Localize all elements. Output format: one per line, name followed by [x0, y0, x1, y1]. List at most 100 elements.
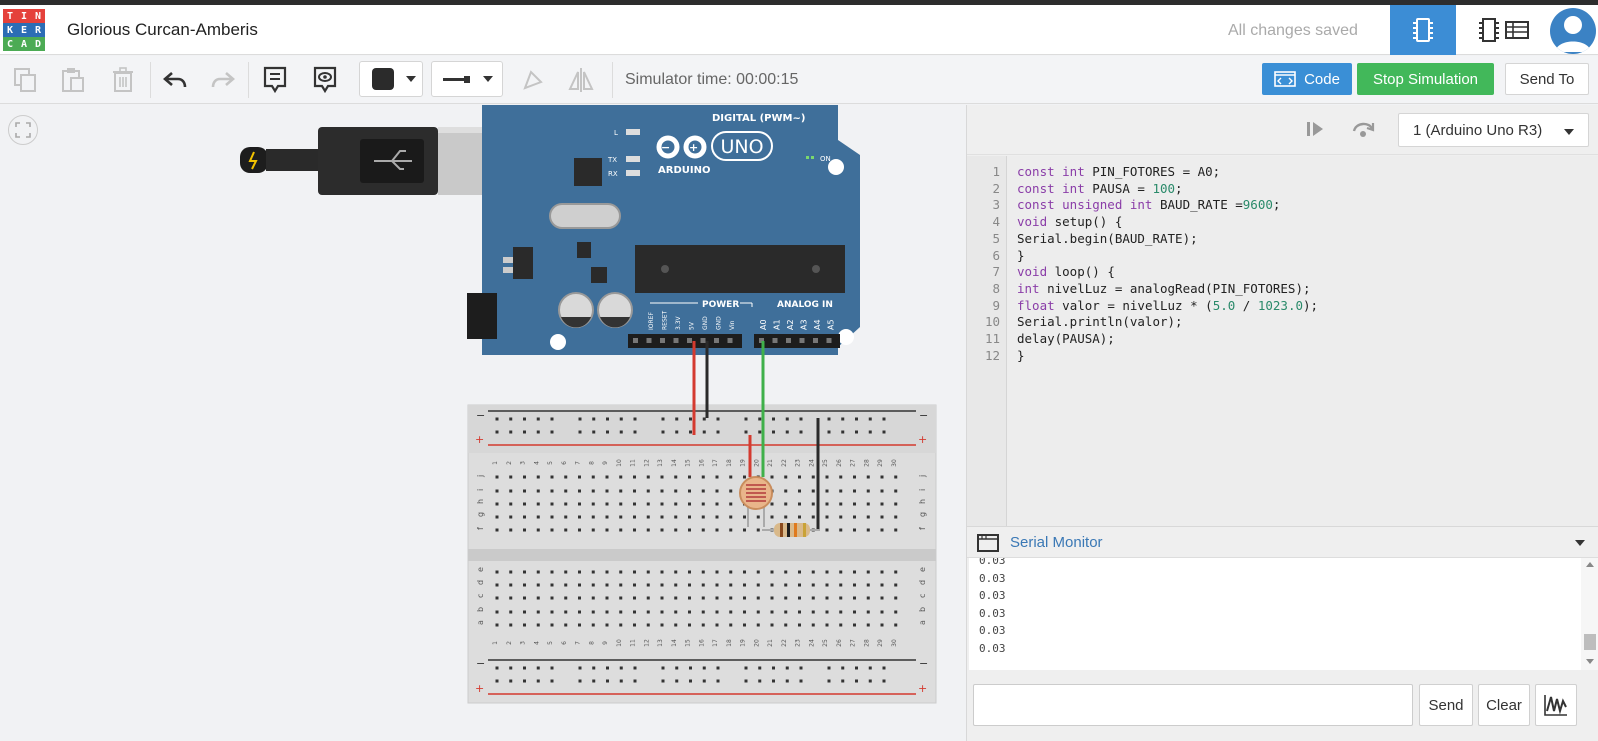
serial-monitor-header[interactable]: Serial Monitor [967, 526, 1598, 558]
undo-button[interactable] [158, 64, 192, 96]
scroll-down-arrow[interactable] [1586, 659, 1594, 664]
code-button-label: Code [1304, 71, 1340, 88]
line-number: 11 [985, 331, 1000, 348]
serial-scrollbar[interactable] [1581, 558, 1598, 670]
code-line[interactable]: } [1017, 248, 1318, 265]
svg-text:7: 7 [575, 641, 582, 645]
send-to-button[interactable]: Send To [1505, 63, 1589, 95]
code-button[interactable]: Code [1262, 63, 1352, 95]
tinkercad-logo[interactable]: TINKERCAD [3, 9, 45, 51]
svg-text:c: c [918, 594, 927, 598]
paste-icon [61, 67, 85, 93]
project-title[interactable]: Glorious Curcan-Amberis [67, 20, 258, 40]
serial-output-line: 0.03 [979, 642, 1006, 655]
redo-button[interactable] [206, 64, 240, 96]
flip-button[interactable] [564, 64, 598, 96]
svg-text:26: 26 [836, 459, 843, 467]
svg-text:17: 17 [712, 639, 719, 647]
code-line[interactable]: float valor = nivelLuz * (5.0 / 1023.0); [1017, 298, 1318, 315]
code-line[interactable]: } [1017, 348, 1318, 365]
code-icon [1274, 71, 1296, 87]
device-selector[interactable]: 1 (Arduino Uno R3) [1398, 113, 1589, 147]
svg-text:10: 10 [616, 639, 623, 647]
svg-text:j: j [918, 475, 927, 478]
code-line[interactable]: void loop() { [1017, 264, 1318, 281]
code-line[interactable]: Serial.begin(BAUD_RATE); [1017, 231, 1318, 248]
svg-text:Vin: Vin [729, 320, 736, 330]
serial-plotter-button[interactable] [1535, 684, 1577, 726]
visibility-button[interactable] [308, 64, 342, 96]
line-number: 3 [992, 197, 1000, 214]
svg-text:24: 24 [808, 459, 815, 467]
svg-text:8: 8 [588, 641, 595, 645]
arduino-uno-board[interactable]: DIGITAL (PWM~) − + UNO ARDUINO ON L TX R… [467, 105, 860, 355]
svg-text:+: + [918, 433, 927, 446]
fill-color-dropdown[interactable] [359, 61, 423, 97]
chevron-down-icon[interactable] [1575, 540, 1585, 546]
code-panel: 1 (Arduino Uno R3) 123456789101112 const… [966, 105, 1598, 741]
paste-button[interactable] [56, 64, 90, 96]
svg-text:6: 6 [561, 461, 568, 465]
svg-text:19: 19 [740, 459, 747, 467]
code-line[interactable]: void setup() { [1017, 214, 1318, 231]
svg-text:28: 28 [863, 459, 870, 467]
svg-text:23: 23 [795, 639, 802, 647]
serial-clear-button[interactable]: Clear [1478, 684, 1530, 726]
code-line[interactable]: delay(PAUSA); [1017, 331, 1318, 348]
svg-text:27: 27 [850, 639, 857, 647]
breadboard[interactable]: + + − − + + − − 112233445566778899101011… [468, 405, 936, 703]
svg-text:10: 10 [616, 459, 623, 467]
circuit-view-icon [1412, 17, 1434, 43]
svg-text:GND: GND [716, 316, 723, 330]
svg-text:−: − [661, 141, 670, 154]
tx-led-label: TX [607, 156, 617, 164]
board-brand: ARDUINO [658, 165, 710, 176]
circuit-view-button[interactable] [1390, 5, 1456, 55]
svg-text:2: 2 [506, 641, 513, 645]
scroll-up-arrow[interactable] [1586, 562, 1594, 567]
svg-text:5: 5 [547, 461, 554, 465]
svg-text:RESET: RESET [662, 310, 669, 330]
redo-icon [211, 70, 235, 90]
delete-button[interactable] [106, 64, 140, 96]
user-avatar[interactable] [1550, 8, 1596, 54]
code-line[interactable]: const int PIN_FOTORES = A0; [1017, 164, 1318, 181]
svg-text:11: 11 [630, 459, 637, 467]
rotate-button[interactable] [516, 64, 550, 96]
component-list-button[interactable] [1486, 5, 1548, 55]
serial-input-bar: Send Clear [967, 670, 1598, 741]
code-editor[interactable]: 123456789101112 const int PIN_FOTORES = … [967, 156, 1598, 526]
svg-text:−: − [476, 657, 485, 670]
svg-text:f: f [918, 527, 927, 530]
serial-send-button[interactable]: Send [1419, 684, 1473, 726]
svg-text:23: 23 [795, 459, 802, 467]
code-line[interactable]: const int PAUSA = 100; [1017, 181, 1318, 198]
svg-text:A4: A4 [813, 319, 822, 330]
code-line[interactable]: Serial.println(valor); [1017, 314, 1318, 331]
svg-text:15: 15 [685, 459, 692, 467]
svg-text:b: b [476, 607, 485, 612]
notes-button[interactable] [258, 64, 292, 96]
svg-text:+: + [918, 682, 927, 695]
line-style-icon [443, 78, 469, 81]
svg-text:+: + [689, 141, 698, 154]
code-line[interactable]: int nivelLuz = analogRead(PIN_FOTORES); [1017, 281, 1318, 298]
circuit-canvas[interactable]: DIGITAL (PWM~) − + UNO ARDUINO ON L TX R… [0, 105, 965, 741]
svg-text:f: f [476, 527, 485, 530]
svg-text:30: 30 [891, 459, 898, 467]
copy-button[interactable] [8, 64, 42, 96]
serial-input[interactable] [973, 684, 1413, 726]
svg-text:3: 3 [520, 461, 527, 465]
stop-simulation-button[interactable]: Stop Simulation [1357, 63, 1494, 95]
code-text[interactable]: const int PIN_FOTORES = A0;const int PAU… [1017, 164, 1318, 364]
step-over-button[interactable] [1351, 119, 1375, 143]
svg-text:e: e [476, 567, 485, 572]
rotate-icon [521, 68, 545, 92]
svg-text:5V: 5V [689, 321, 696, 330]
line-style-dropdown[interactable] [431, 61, 503, 97]
step-button[interactable] [1305, 119, 1325, 143]
code-line[interactable]: const unsigned int BAUD_RATE =9600; [1017, 197, 1318, 214]
scroll-thumb[interactable] [1584, 634, 1596, 650]
device-selector-value: 1 (Arduino Uno R3) [1413, 122, 1542, 139]
rx-led-label: RX [608, 170, 618, 178]
